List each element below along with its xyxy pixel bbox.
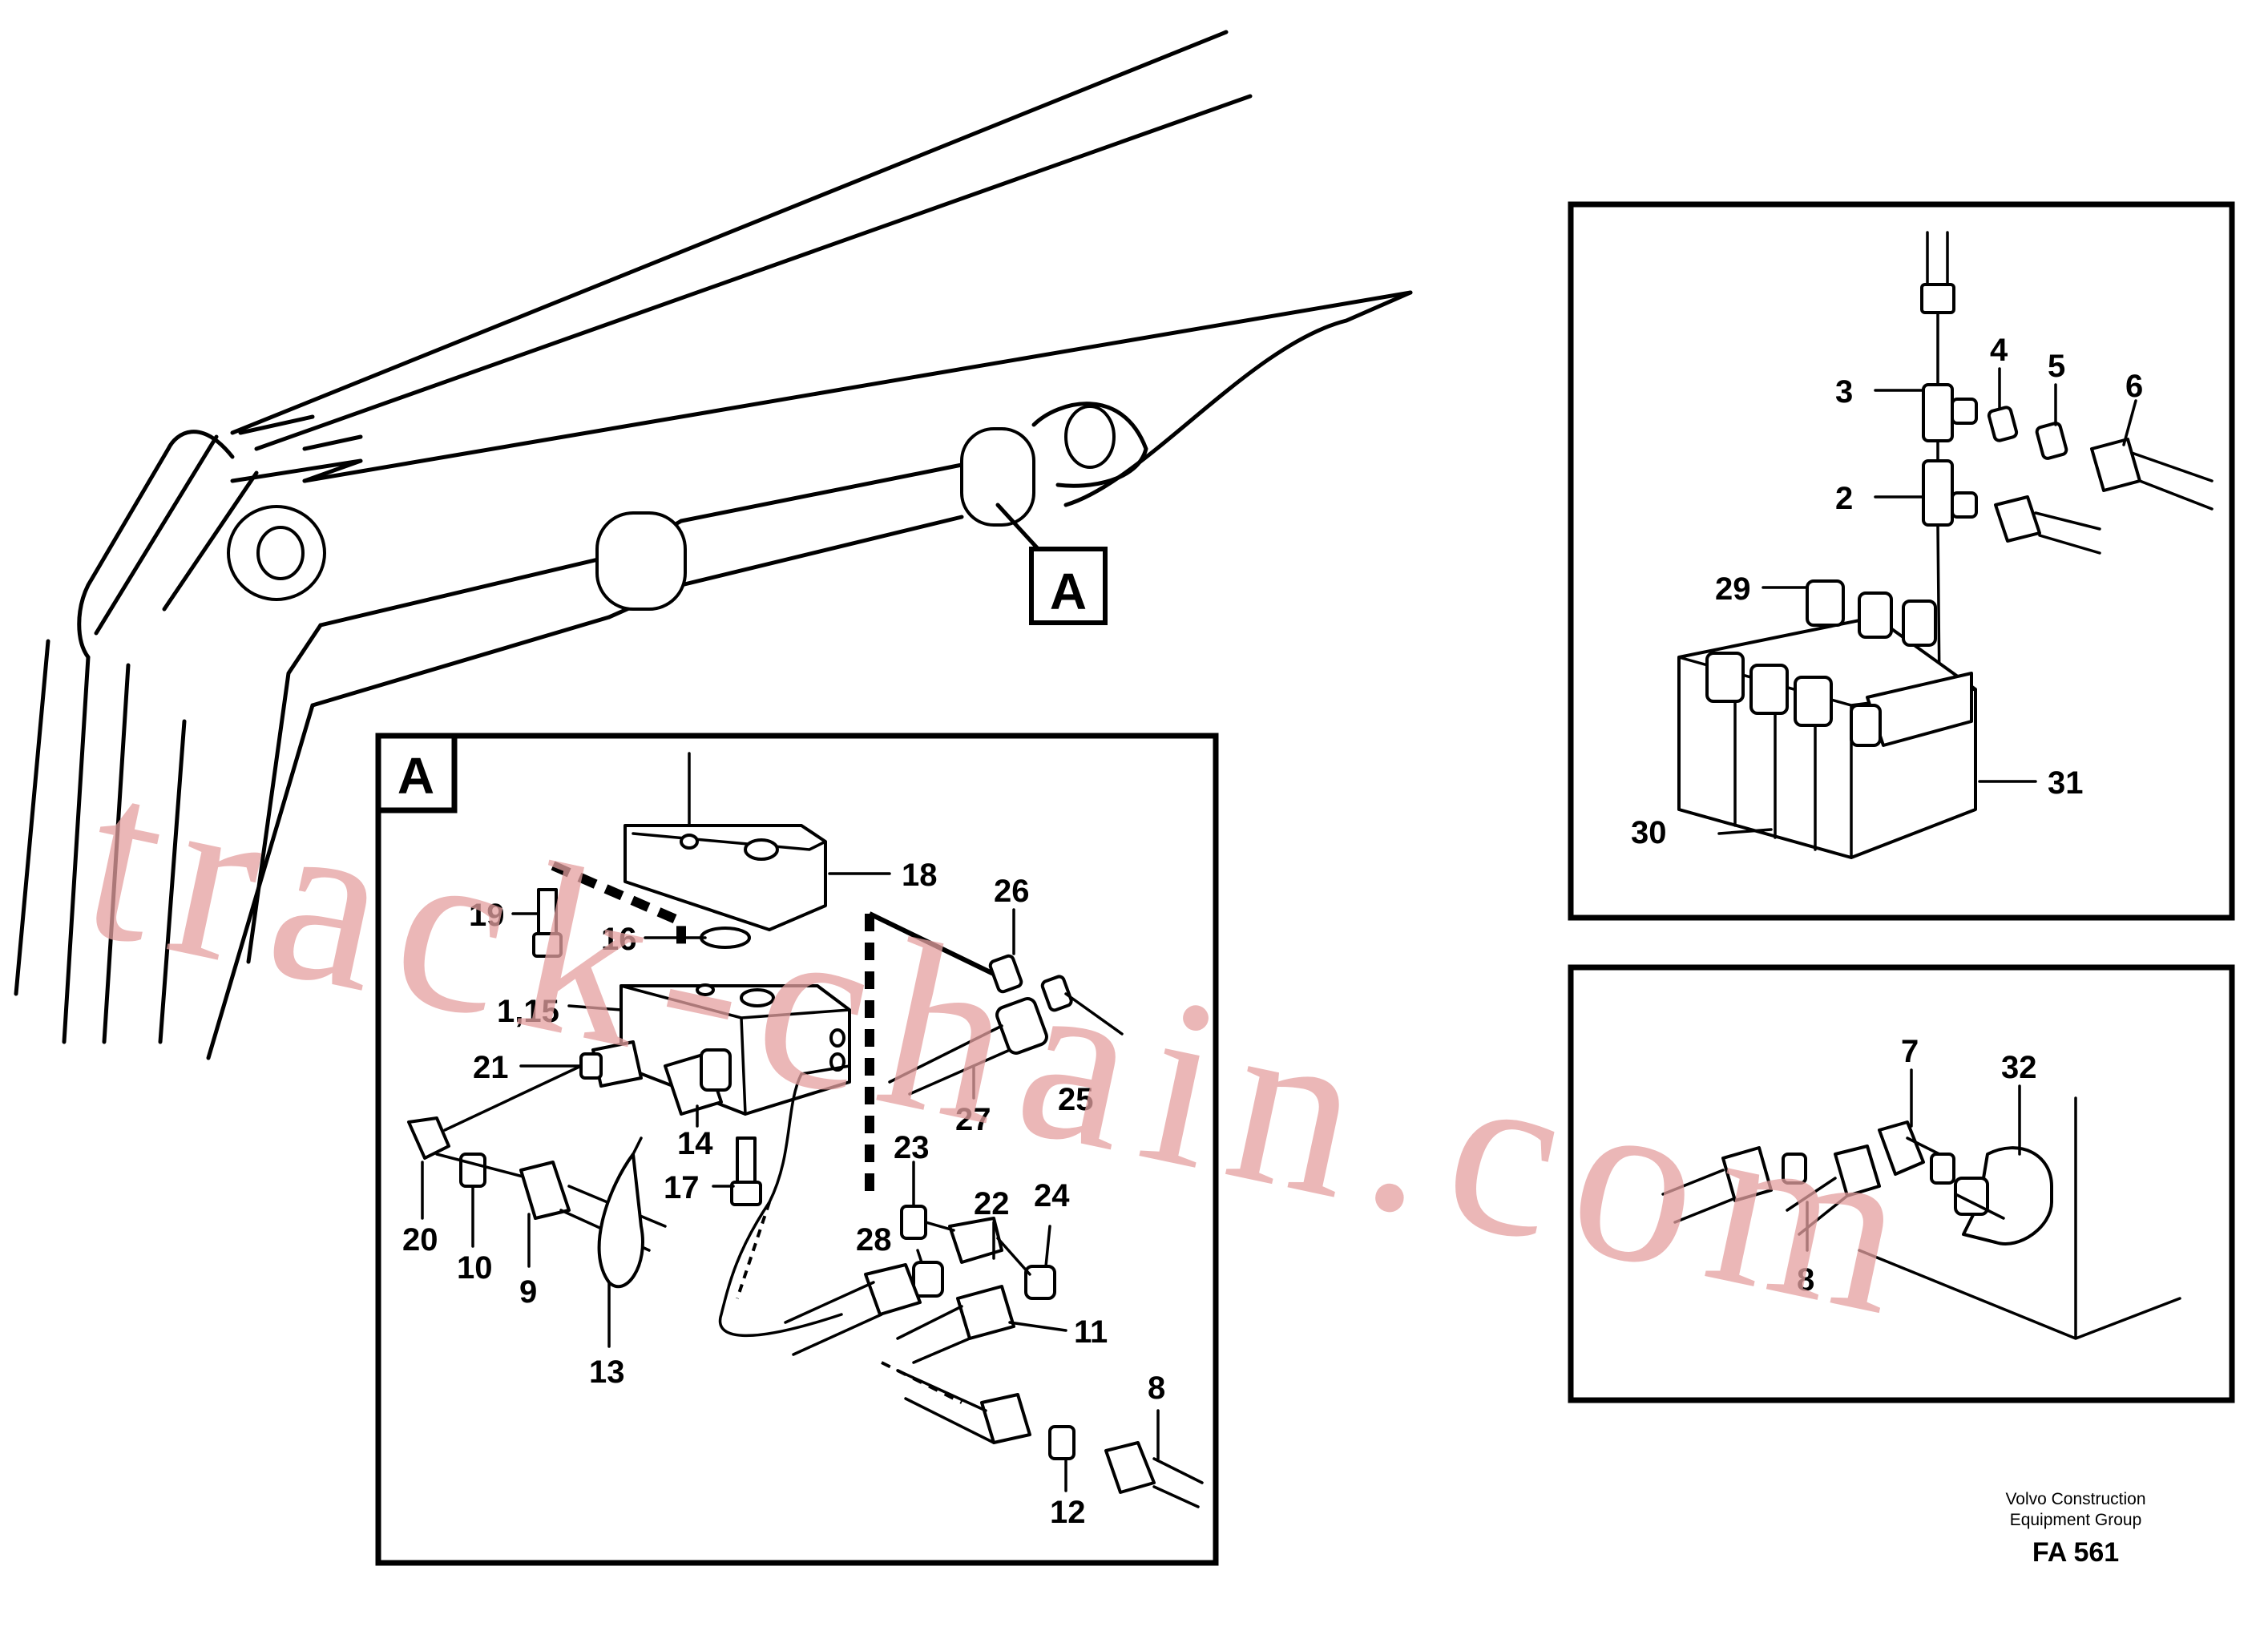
callout-20: 20 bbox=[402, 1222, 438, 1258]
callout-11: 11 bbox=[1074, 1314, 1108, 1350]
callout-21: 21 bbox=[473, 1050, 509, 1085]
callout-26: 26 bbox=[994, 874, 1030, 909]
callout-22: 22 bbox=[974, 1186, 1010, 1221]
detail-a-pointer: A bbox=[995, 503, 1108, 625]
callout-12: 12 bbox=[1050, 1495, 1086, 1530]
callout-25: 25 bbox=[1058, 1082, 1094, 1117]
callout-13: 13 bbox=[589, 1354, 625, 1390]
detail-a-frame-label-box bbox=[375, 733, 458, 814]
callout-3: 3 bbox=[1835, 374, 1853, 410]
callout-4: 4 bbox=[1990, 333, 2008, 368]
callout-29: 29 bbox=[1715, 571, 1751, 607]
callout-9: 9 bbox=[519, 1274, 537, 1310]
detail-a-tag-box bbox=[1029, 547, 1108, 625]
footer-drawing-code: FA 561 bbox=[2032, 1537, 2120, 1568]
callout-19: 19 bbox=[469, 898, 505, 933]
footer-company-line2: Equipment Group bbox=[2009, 1511, 2142, 1529]
callout-6: 6 bbox=[2125, 369, 2143, 404]
valve-detail-panel: 4 5 6 3 2 29 31 30 bbox=[1568, 201, 2235, 921]
footer-company: Volvo Construction Equipment Group bbox=[1923, 1489, 2228, 1531]
callout-14: 14 bbox=[677, 1126, 713, 1161]
footer-company-line1: Volvo Construction bbox=[2005, 1490, 2146, 1508]
callout-32: 32 bbox=[2001, 1050, 2037, 1085]
callout-2: 2 bbox=[1835, 481, 1853, 516]
detail-a-frame-label: A bbox=[398, 747, 434, 805]
detail-a-panel: A bbox=[375, 733, 1219, 1566]
callout-23: 23 bbox=[894, 1130, 930, 1165]
callout-30: 30 bbox=[1631, 815, 1667, 850]
callout-8-detail-a: 8 bbox=[1148, 1371, 1165, 1406]
callout-27: 27 bbox=[955, 1102, 991, 1137]
callout-16: 16 bbox=[601, 922, 637, 957]
callout-7: 7 bbox=[1901, 1034, 1919, 1069]
callout-5: 5 bbox=[2048, 349, 2065, 384]
callout-10: 10 bbox=[457, 1250, 493, 1286]
callout-18: 18 bbox=[902, 858, 938, 893]
callout-17: 17 bbox=[664, 1170, 700, 1205]
boom-arm-drawing bbox=[14, 30, 1413, 1060]
callout-24: 24 bbox=[1034, 1178, 1070, 1213]
connection-detail-panel: 7 32 8 bbox=[1568, 964, 2235, 1403]
detail-a-tag: A bbox=[1050, 563, 1087, 620]
callout-28: 28 bbox=[856, 1222, 892, 1258]
callout-1-15: 1,15 bbox=[497, 994, 559, 1029]
callout-31: 31 bbox=[2048, 765, 2084, 801]
callout-8-connection: 8 bbox=[1797, 1262, 1814, 1298]
